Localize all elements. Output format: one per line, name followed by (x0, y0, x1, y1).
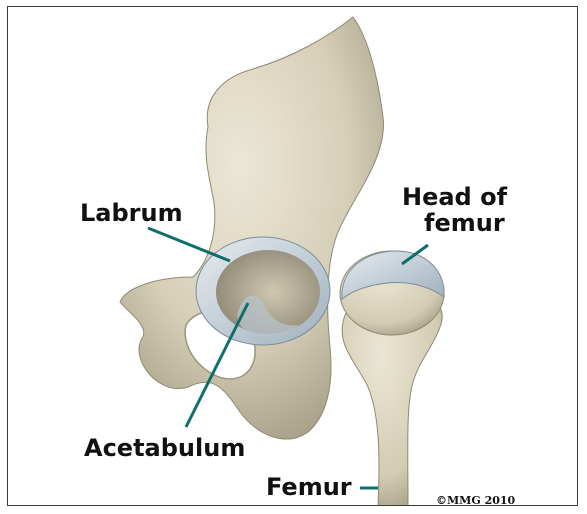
head-of-femur-label: Head of femur (402, 184, 542, 236)
pelvis-bone (120, 17, 383, 439)
copyright-notice: ©MMG 2010 (436, 494, 515, 506)
head-of-femur-label-line2: femur (402, 210, 542, 236)
acetabulum-label: Acetabulum (84, 435, 245, 461)
hip-joint-illustration (8, 7, 578, 506)
illustration-frame: Labrum Head of femur Acetabulum Femur ©M… (7, 6, 578, 506)
femur-label: Femur (266, 474, 352, 500)
head-of-femur-label-line1: Head of (402, 184, 542, 210)
labrum-label: Labrum (80, 200, 183, 226)
